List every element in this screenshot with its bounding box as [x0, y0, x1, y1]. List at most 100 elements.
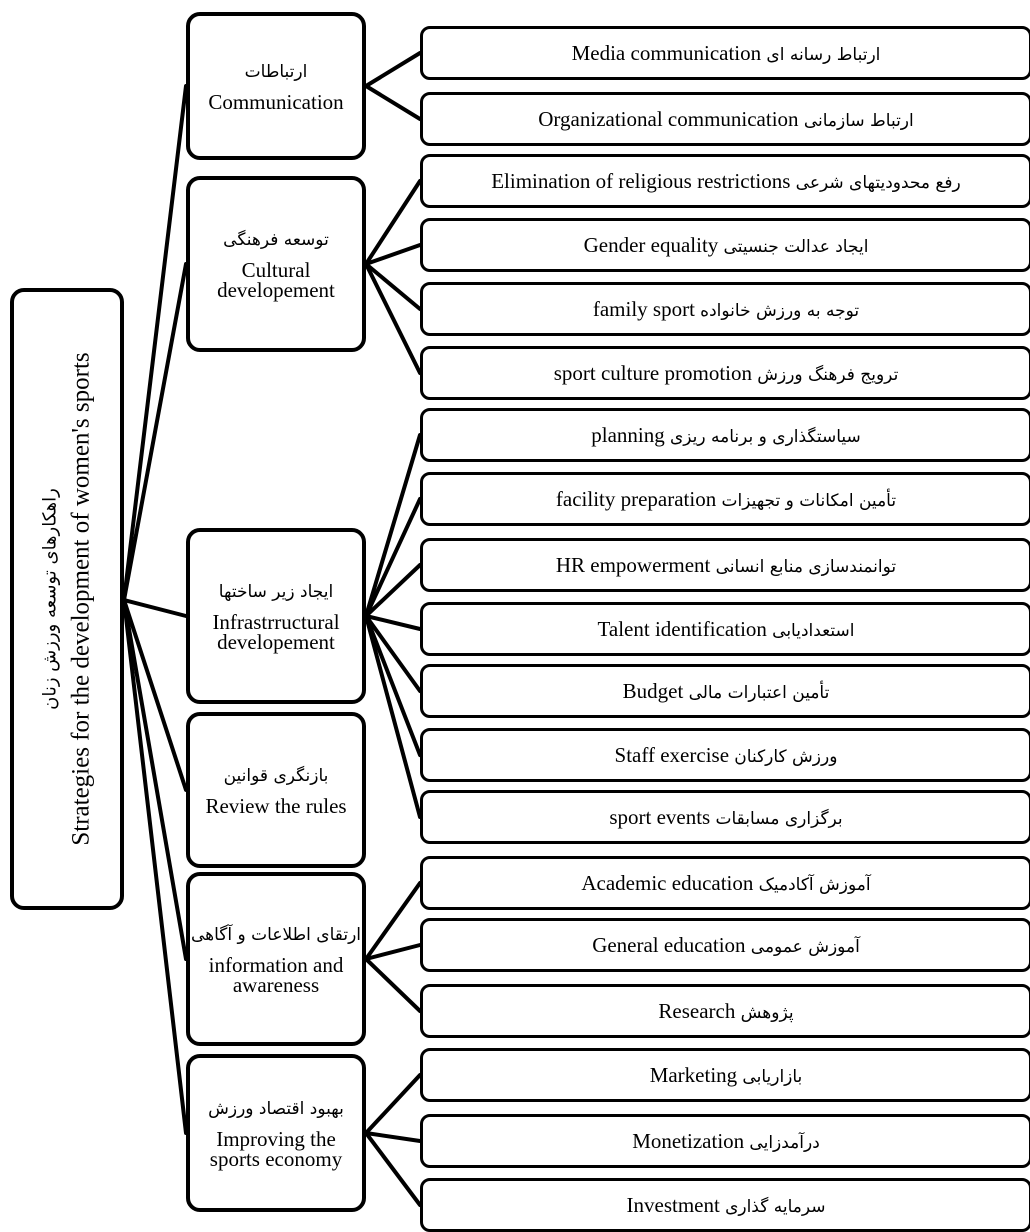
root-label-fa: راهکارهای توسعه ورزش زنان [40, 488, 62, 710]
strategy-item-node: Talent identification استعدادیابی [420, 602, 1030, 656]
strategy-item-label-fa: تأمین اعتبارات مالی [688, 682, 830, 703]
category-to-item-line [364, 497, 422, 618]
strategy-item-label: General education آموزش عمومی [592, 933, 860, 958]
strategy-item-label-en: sport culture promotion [553, 360, 753, 385]
strategy-item-node: sport events برگزاری مسابقات [420, 790, 1030, 844]
strategy-item-label: Budget تأمین اعتبارات مالی [623, 679, 830, 704]
strategy-item-node: Organizational communication ارتباط سازم… [420, 92, 1030, 146]
strategy-item-label-en: Elimination of religious restrictions [491, 168, 791, 193]
strategy-item-label-fa: ورزش کارکنان [734, 746, 838, 767]
strategy-item-label-fa: ارتباط رسانه ای [766, 44, 881, 65]
category-label-en: Cultural developement [217, 258, 335, 302]
category-to-item-line [364, 262, 422, 375]
strategy-item-label: facility preparation تأمین امکانات و تجه… [556, 487, 896, 512]
strategy-item-node: General education آموزش عمومی [420, 918, 1030, 972]
strategy-item-label-fa: آموزش عمومی [750, 936, 860, 957]
category-label-fa: بهبود اقتصاد ورزش [208, 1099, 344, 1119]
category-to-item-line [364, 563, 422, 618]
strategy-item-label-en: Marketing [649, 1062, 738, 1087]
strategy-item-label-en: Budget [622, 678, 684, 703]
strategy-item-label: Elimination of religious restrictions رف… [491, 169, 961, 194]
strategy-item-label-en: Staff exercise [614, 742, 730, 767]
category-to-item-line [364, 262, 422, 311]
strategy-item-label: Media communication ارتباط رسانه ای [572, 41, 881, 66]
root-to-category-line [122, 84, 188, 602]
strategy-item-node: Elimination of religious restrictions رف… [420, 154, 1030, 208]
strategy-item-label-fa: پژوهش [740, 1002, 794, 1023]
category-node: توسعه فرهنگی Cultural developement [186, 176, 366, 352]
root-label-en: Strategies for the development of women'… [68, 352, 96, 846]
category-to-item-line [364, 51, 422, 88]
strategy-item-node: Academic education آموزش آکادمیک [420, 856, 1030, 910]
category-label-en: Improving the sports economy [209, 1127, 343, 1171]
strategy-item-label: Marketing بازاریابی [650, 1063, 803, 1088]
root-to-category-line [122, 598, 188, 792]
strategy-item-label-fa: تأمین امکانات و تجهیزات [721, 490, 897, 511]
category-label-en: Review the rules [205, 794, 347, 818]
strategy-item-label: Talent identification استعدادیابی [598, 617, 855, 642]
category-node: ارتقای اطلاعات و آگاهی information and aw… [186, 872, 366, 1046]
strategy-item-label: Monetization درآمدزایی [632, 1129, 820, 1154]
strategy-item-label-en: Investment [626, 1192, 720, 1217]
strategy-item-label: family sport توجه به ورزش خانواده [593, 297, 859, 322]
category-to-item-line [364, 179, 422, 266]
strategy-item-node: Monetization درآمدزایی [420, 1114, 1030, 1168]
strategy-item-label-en: Research [658, 998, 736, 1023]
strategy-item-label-en: Organizational communication [538, 106, 799, 131]
strategy-item-label-fa: برگزاری مسابقات [715, 808, 843, 829]
category-label-en: information and awareness [208, 953, 344, 997]
strategy-item-node: planning سیاستگذاری و برنامه ریزی [420, 408, 1030, 462]
strategy-item-label-en: Academic education [581, 870, 754, 895]
strategy-item-label-en: family sport [592, 296, 695, 321]
root-node: راهکارهای توسعه ورزش زنان Strategies for… [10, 288, 124, 910]
strategy-item-label-en: planning [591, 422, 665, 447]
strategy-item-label-fa: سرمایه گذاری [725, 1196, 826, 1217]
strategy-item-label: planning سیاستگذاری و برنامه ریزی [591, 423, 861, 448]
strategy-item-node: Budget تأمین اعتبارات مالی [420, 664, 1030, 718]
strategy-item-node: HR empowerment توانمندسازی منابع انسانی [420, 538, 1030, 592]
strategy-item-node: facility preparation تأمین امکانات و تجه… [420, 472, 1030, 526]
strategy-item-label-fa: ارتباط سازمانی [803, 110, 914, 131]
strategy-item-label-en: General education [592, 932, 746, 957]
strategy-item-label: sport events برگزاری مسابقات [609, 805, 842, 830]
strategy-item-label: HR empowerment توانمندسازی منابع انسانی [556, 553, 896, 578]
category-label-fa: توسعه فرهنگی [223, 230, 329, 250]
strategy-item-node: sport culture promotion ترویج فرهنگ ورزش [420, 346, 1030, 400]
strategy-item-label: Organizational communication ارتباط سازم… [538, 107, 913, 132]
strategy-item-label-fa: استعدادیابی [772, 620, 855, 641]
root-to-category-line [122, 598, 188, 961]
category-to-item-line [364, 1073, 422, 1135]
category-to-item-line [364, 614, 422, 693]
root-to-category-line [122, 262, 188, 602]
strategy-item-label-en: facility preparation [555, 486, 717, 511]
category-label-en: Infrastrructural developement [212, 610, 340, 654]
category-label-fa: ارتقای اطلاعات و آگاهی [190, 925, 362, 945]
strategy-item-node: Research پژوهش [420, 984, 1030, 1038]
strategy-item-node: Media communication ارتباط رسانه ای [420, 26, 1030, 80]
strategy-item-node: Staff exercise ورزش کارکنان [420, 728, 1030, 782]
strategy-item-label-fa: توجه به ورزش خانواده [700, 300, 860, 321]
root-to-category-line [122, 598, 188, 1135]
root-to-category-line [122, 598, 188, 618]
strategy-item-node: Marketing بازاریابی [420, 1048, 1030, 1102]
strategy-item-label: sport culture promotion ترویج فرهنگ ورزش [554, 361, 899, 386]
strategy-item-label: Research پژوهش [658, 999, 793, 1024]
strategy-item-label-fa: ایجاد عدالت جنسیتی [723, 236, 869, 257]
category-to-item-line [364, 1131, 422, 1143]
strategy-item-label-en: HR empowerment [555, 552, 711, 577]
strategy-item-label-fa: ترویج فرهنگ ورزش [757, 364, 899, 385]
strategy-item-label: Staff exercise ورزش کارکنان [615, 743, 838, 768]
strategy-item-label-fa: آموزش آکادمیک [758, 874, 871, 895]
category-to-item-line [364, 943, 422, 961]
strategy-item-label: Gender equality ایجاد عدالت جنسیتی [584, 233, 869, 258]
strategy-item-label: Investment سرمایه گذاری [627, 1193, 826, 1218]
category-to-item-line [364, 881, 422, 961]
category-label-en: Communication [208, 90, 344, 114]
strategy-item-node: family sport توجه به ورزش خانواده [420, 282, 1030, 336]
category-to-item-line [364, 614, 422, 757]
category-label-fa: بازنگری قوانین [223, 766, 329, 786]
category-to-item-line [364, 433, 422, 618]
